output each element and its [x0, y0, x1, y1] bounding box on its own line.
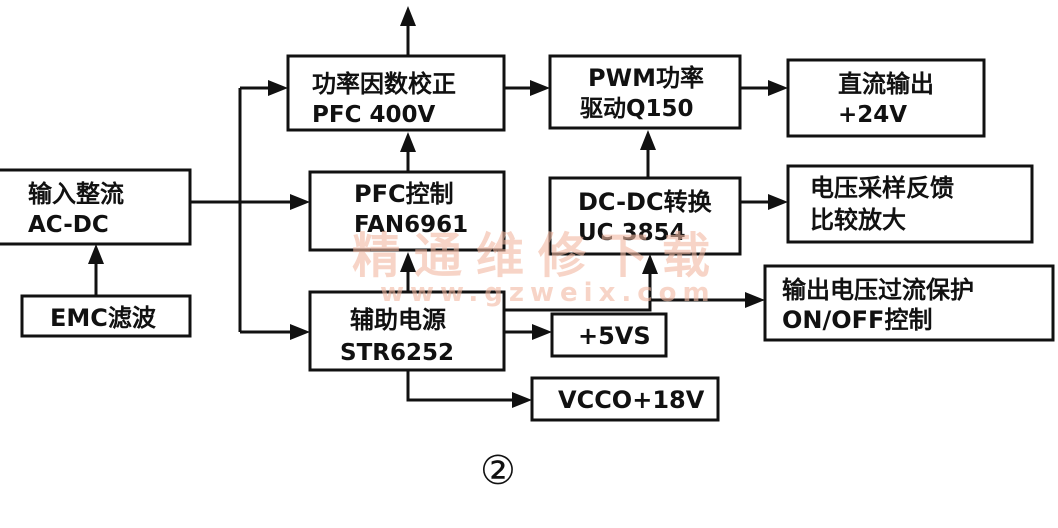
arrow-to-pwm-from-dcdc: [640, 130, 656, 150]
watermark-name: 精通维修下载: [352, 228, 724, 284]
rail-5v-label: +5VS: [578, 322, 651, 350]
dcdc-convert-box: [548, 176, 742, 256]
rail-18v-block: VCCO+18V: [530, 376, 720, 422]
pfc-control-box: [308, 170, 506, 252]
dc-output-block: 直流输出 +24V: [786, 58, 986, 138]
pfc-control-block: PFC控制 FAN6961: [308, 170, 506, 252]
wire-aux-to-protection: [504, 298, 745, 312]
feedback-block: 电压采样反馈 比较放大: [786, 164, 1034, 244]
emc-filter-box: [20, 294, 192, 338]
input-rectifier-box: [0, 168, 192, 246]
arrow-to-5vs: [532, 324, 552, 340]
rail-18v-label: VCCO+18V: [558, 386, 705, 414]
feedback-subtitle: 比较放大: [810, 206, 906, 234]
protection-box: [763, 264, 1055, 342]
protection-title: 输出电压过流保护: [782, 276, 974, 304]
arrow-to-pfc-control-from-aux: [400, 252, 416, 272]
input-rectifier-title: 输入整流: [28, 180, 124, 208]
input-rectifier-subtitle: AC-DC: [28, 212, 109, 238]
figure-number: ②: [480, 448, 516, 494]
dc-output-box: [786, 58, 986, 138]
dcdc-convert-title: DC-DC转换: [578, 188, 713, 216]
watermark: 精通维修下载 www.gzweix.com: [352, 228, 724, 308]
feedback-box: [786, 164, 1034, 244]
arrow-pfc-up: [400, 6, 416, 26]
wire-aux-to-vcco: [406, 370, 512, 402]
aux-supply-title: 辅助电源: [350, 306, 446, 334]
arrow-to-pfc: [268, 80, 288, 96]
pwm-drive-block: PWM功率 驱动Q150: [548, 54, 742, 130]
pfc-stage-title: 功率因数校正: [312, 70, 456, 98]
arrow-to-pfc-from-control: [400, 132, 416, 152]
emc-filter-label: EMC滤波: [50, 304, 157, 332]
feedback-title: 电压采样反馈: [810, 174, 954, 202]
pfc-control-subtitle: FAN6961: [354, 212, 468, 238]
arrow-to-output: [768, 80, 788, 96]
input-rectifier-block: 输入整流 AC-DC: [0, 168, 192, 246]
pfc-stage-subtitle: PFC 400V: [312, 102, 435, 128]
arrow-to-pfc-control: [290, 194, 310, 210]
protection-block: 输出电压过流保护 ON/OFF控制: [763, 264, 1055, 342]
dcdc-convert-subtitle: UC 3854: [578, 220, 686, 246]
connectors: [94, 26, 768, 402]
aux-supply-box: [308, 290, 506, 372]
arrow-to-dcdc: [642, 254, 658, 274]
arrow-to-protection: [745, 292, 765, 308]
aux-supply-subtitle: STR6252: [340, 340, 454, 366]
arrow-to-input: [88, 244, 104, 264]
pwm-drive-title: PWM功率: [588, 64, 704, 92]
arrow-to-aux: [290, 324, 310, 340]
rail-18v-box: [530, 376, 720, 422]
pfc-stage-box: [286, 54, 506, 132]
watermark-url: www.gzweix.com: [380, 278, 716, 308]
pwm-drive-subtitle: 驱动Q150: [580, 96, 694, 122]
arrow-to-feedback: [768, 194, 788, 210]
pfc-stage-block: 功率因数校正 PFC 400V: [286, 54, 506, 132]
arrow-to-vcco: [512, 392, 532, 408]
rail-5v-box: [550, 312, 668, 358]
protection-subtitle: ON/OFF控制: [782, 306, 932, 334]
pwm-drive-box: [548, 54, 742, 130]
dc-output-subtitle: +24V: [838, 102, 907, 128]
arrow-to-pwm: [530, 80, 550, 96]
arrowheads: [88, 6, 788, 408]
dc-output-title: 直流输出: [838, 70, 934, 98]
rail-5v-block: +5VS: [550, 312, 668, 358]
pfc-control-title: PFC控制: [354, 180, 454, 208]
emc-filter-block: EMC滤波: [20, 294, 192, 338]
aux-supply-block: 辅助电源 STR6252: [308, 290, 506, 372]
dcdc-convert-block: DC-DC转换 UC 3854: [548, 176, 742, 256]
